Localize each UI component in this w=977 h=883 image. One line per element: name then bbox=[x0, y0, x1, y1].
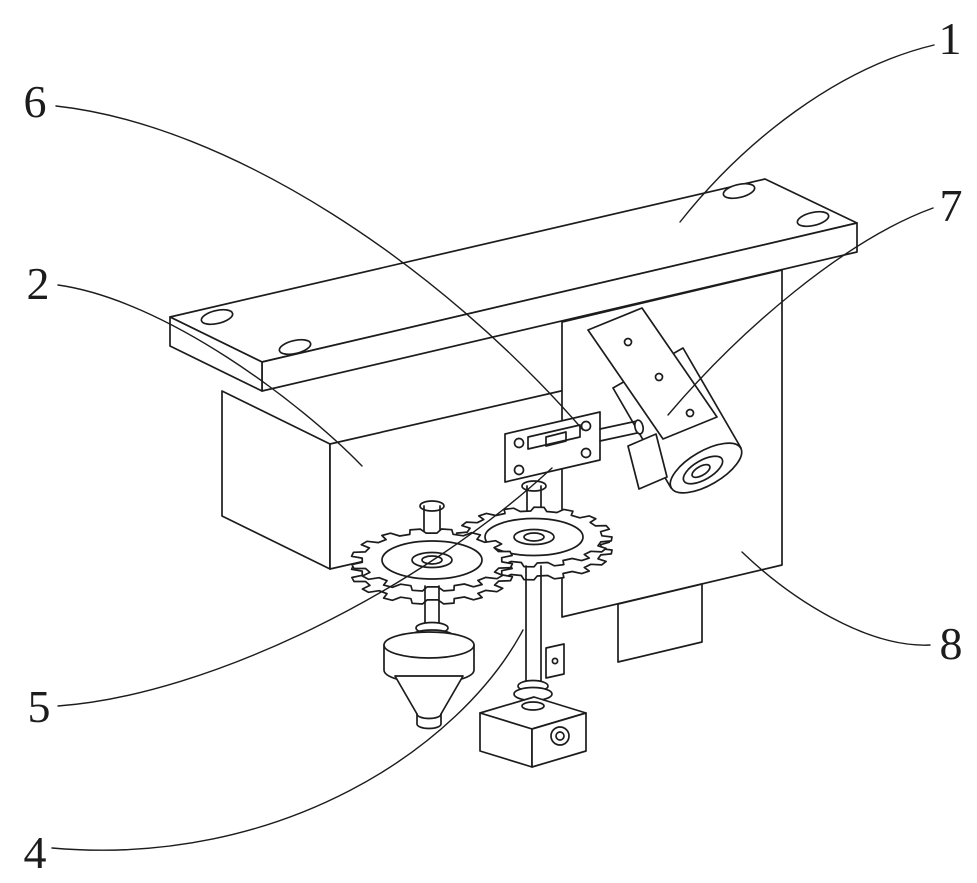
shaft-washer bbox=[419, 500, 445, 512]
leader-line-2 bbox=[57, 284, 363, 467]
drawing-root: 1 2 4 5 6 7 8 bbox=[24, 13, 963, 878]
leader-line-7 bbox=[667, 207, 934, 416]
spindle-assembly bbox=[383, 585, 475, 730]
right-gear-web bbox=[484, 517, 584, 557]
plate-hole bbox=[580, 447, 592, 459]
angled-cylinder-assembly bbox=[587, 307, 743, 494]
cylinder-end-cap bbox=[669, 442, 743, 494]
pin-cap bbox=[633, 419, 645, 435]
plate-hole bbox=[513, 464, 525, 476]
bracket-plate-holes bbox=[513, 420, 592, 476]
screw-hole bbox=[685, 408, 695, 418]
shaft-washer bbox=[521, 480, 547, 492]
right-gear-hub bbox=[513, 528, 555, 546]
box-knob-center bbox=[555, 731, 565, 741]
lower-shaft bbox=[525, 565, 542, 685]
callout-8: 8 bbox=[940, 618, 963, 669]
slide-block bbox=[545, 431, 567, 447]
spindle-collar-top bbox=[383, 631, 475, 659]
body-left-face bbox=[221, 390, 331, 570]
slide-slot bbox=[527, 424, 581, 450]
cylinder-bore bbox=[691, 463, 711, 479]
leader-line-6 bbox=[55, 105, 584, 431]
left-gear-web bbox=[381, 540, 483, 580]
cylinder-bore-ring bbox=[682, 455, 724, 485]
spindle-cone bbox=[394, 675, 464, 730]
callout-labels: 1 2 4 5 6 7 8 bbox=[24, 13, 963, 878]
box-knob bbox=[550, 726, 570, 746]
shaft-entry-boss bbox=[521, 701, 545, 711]
leader-lines bbox=[51, 44, 935, 851]
bracket-screw-holes bbox=[623, 337, 695, 418]
leader-line-8 bbox=[741, 551, 931, 646]
right-gear-bore bbox=[523, 532, 545, 542]
callout-5: 5 bbox=[28, 681, 51, 732]
screw-hole bbox=[654, 372, 664, 382]
bolt-hole bbox=[200, 308, 234, 326]
callout-2: 2 bbox=[27, 258, 50, 309]
cylinder-clamp-foot bbox=[627, 433, 668, 490]
callout-6: 6 bbox=[24, 76, 47, 127]
leader-line-5 bbox=[57, 467, 553, 707]
left-gear-bore bbox=[421, 555, 443, 565]
plate-hole bbox=[580, 420, 592, 432]
cylinder-bracket bbox=[587, 307, 718, 440]
screw-hole bbox=[623, 337, 633, 347]
right-block-lower-step bbox=[617, 583, 703, 663]
plate-hole bbox=[513, 437, 525, 449]
connecting-pin bbox=[599, 420, 638, 442]
plate-left-face bbox=[169, 316, 263, 392]
spindle-shaft bbox=[424, 585, 440, 629]
lower-shaft-box bbox=[479, 565, 587, 768]
spindle-tip-edge bbox=[416, 713, 442, 720]
leader-line-4 bbox=[51, 629, 524, 851]
plate-bolt-holes bbox=[200, 182, 830, 356]
front-bracket-plate bbox=[504, 411, 645, 483]
callout-1: 1 bbox=[939, 13, 962, 64]
bolt-hole bbox=[796, 210, 830, 228]
callout-7: 7 bbox=[940, 180, 963, 231]
bolt-hole bbox=[722, 182, 756, 200]
top-mounting-plate bbox=[169, 178, 858, 392]
leader-line-1 bbox=[679, 44, 935, 223]
sensor-nub bbox=[545, 643, 565, 679]
callout-4: 4 bbox=[24, 827, 47, 878]
bolt-hole bbox=[278, 338, 312, 356]
sensor-nub-screw bbox=[551, 657, 559, 665]
